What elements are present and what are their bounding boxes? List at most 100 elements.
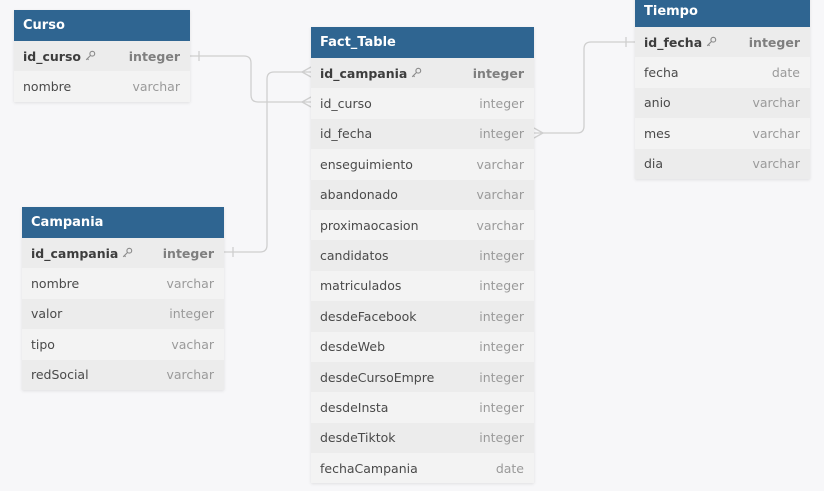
column-name-wrap: id_fecha (320, 126, 372, 141)
column-name-wrap: id_curso (320, 96, 372, 111)
column-name-wrap: fecha (644, 65, 679, 80)
column-row[interactable]: id_fecha integer (635, 27, 810, 58)
column-name: desdeCursoEmpre (320, 369, 435, 385)
column-name-wrap: id_campania (320, 66, 422, 81)
column-name-wrap: desdeTiktok (320, 430, 396, 445)
column-name-wrap: id_campania (31, 246, 133, 261)
column-type: integer (169, 306, 214, 322)
column-name: id_curso (320, 96, 372, 112)
column-name: enseguimiento (320, 156, 413, 172)
column-name-wrap: desdeInsta (320, 400, 388, 415)
column-row[interactable]: id_campania integer (22, 238, 224, 269)
column-name: id_curso (23, 48, 81, 64)
column-row[interactable]: anio varchar (635, 87, 810, 119)
link-campania-fact (224, 71, 311, 253)
column-name-wrap: valor (31, 306, 62, 321)
column-name: dia (644, 156, 664, 172)
column-type: integer (479, 248, 524, 264)
column-name-wrap: dia (644, 156, 663, 171)
column-row[interactable]: id_fecha integer (311, 118, 534, 150)
column-name-wrap: mes (644, 126, 670, 141)
column-row[interactable]: desdeTiktok integer (311, 422, 534, 454)
column-name-wrap: id_curso (23, 49, 96, 64)
column-type: vachar (171, 336, 214, 352)
column-row[interactable]: nombre varchar (22, 268, 224, 299)
table-header[interactable]: Curso (14, 10, 190, 41)
column-name-wrap: abandonado (320, 187, 398, 202)
column-name: desdeWeb (320, 339, 386, 355)
column-name-wrap: matriculados (320, 278, 401, 293)
column-type: varchar (132, 79, 180, 95)
column-row[interactable]: fecha date (635, 57, 810, 88)
column-name: anio (644, 95, 671, 111)
column-name: nombre (31, 276, 80, 292)
column-type: date (771, 65, 800, 81)
column-row[interactable]: desdeFacebook integer (311, 301, 534, 332)
column-name: proximaocasion (320, 217, 419, 233)
column-row[interactable]: redSocial varchar (22, 359, 224, 390)
column-type: varchar (166, 276, 214, 292)
column-name: candidatos (320, 248, 389, 264)
column-name-wrap: desdeWeb (320, 339, 385, 354)
column-row[interactable]: valor integer (22, 298, 224, 330)
column-type: integer (162, 245, 214, 261)
column-name-wrap: anio (644, 95, 671, 110)
column-name-wrap: candidatos (320, 248, 389, 263)
key-icon (122, 247, 133, 261)
column-type: varchar (752, 95, 800, 111)
column-name-wrap: redSocial (31, 367, 89, 382)
link-end-many (300, 96, 312, 108)
table-tiempo[interactable]: Tiempo id_fecha integer fecha date anio varch… (635, 0, 810, 179)
column-name: desdeInsta (320, 399, 389, 415)
column-type: integer (479, 308, 524, 324)
column-type: varchar (166, 367, 214, 383)
column-name-wrap: desdeCursoEmpre (320, 370, 434, 385)
column-type: integer (479, 126, 524, 142)
column-type: varchar (476, 187, 524, 203)
key-icon (85, 50, 96, 64)
column-type: integer (748, 34, 800, 50)
column-name: fecha (644, 65, 679, 81)
column-name: id_fecha (320, 126, 373, 142)
column-name-wrap: proximaocasion (320, 218, 419, 233)
column-name-wrap: fechaCampania (320, 461, 418, 476)
column-name: desdeFacebook (320, 308, 417, 324)
column-type: integer (479, 430, 524, 446)
key-icon (411, 67, 422, 81)
column-row[interactable]: abandonado varchar (311, 179, 534, 210)
table-header[interactable]: Tiempo (635, 0, 810, 27)
column-name: valor (31, 306, 63, 322)
column-name: id_fecha (644, 34, 703, 50)
table-header[interactable]: Fact_Table (311, 27, 534, 58)
column-row[interactable]: enseguimiento varchar (311, 149, 534, 180)
table-header[interactable]: Campania (22, 207, 224, 238)
column-name: desdeTiktok (320, 430, 396, 446)
column-row[interactable]: candidatos integer (311, 240, 534, 271)
column-type: varchar (476, 156, 524, 172)
column-name: abandonado (320, 187, 398, 203)
column-row[interactable]: matriculados integer (311, 270, 534, 302)
column-type: integer (479, 278, 524, 294)
link-curso-fact (190, 55, 311, 103)
column-name: mes (644, 125, 671, 141)
column-name: redSocial (31, 367, 89, 383)
